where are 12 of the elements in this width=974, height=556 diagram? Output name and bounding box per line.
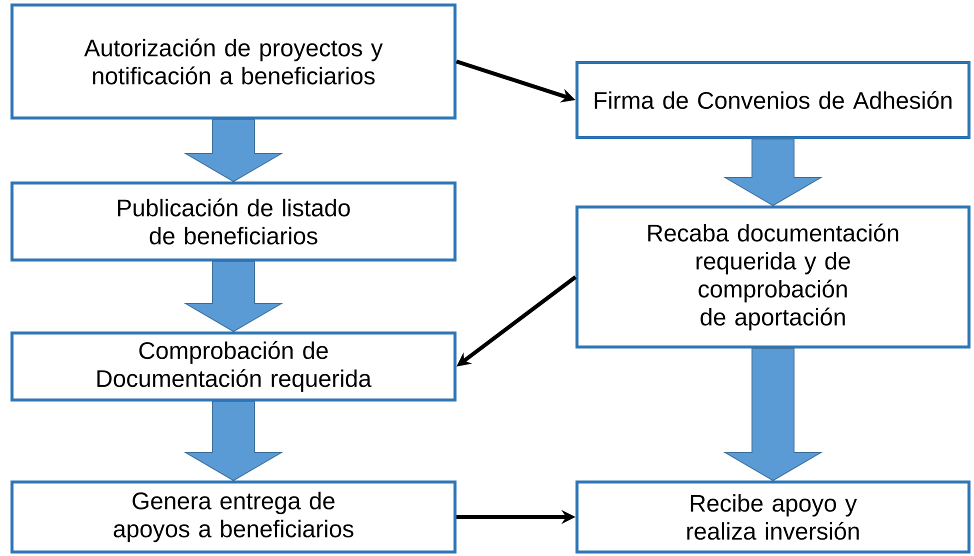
block-arrow — [723, 138, 823, 206]
block-arrow — [184, 261, 284, 332]
block-arrow — [723, 348, 823, 482]
process-box: Autorización de proyectos y notificación a beneficiarios — [10, 4, 456, 120]
process-box: Recibe apoyo y realiza inversión — [576, 480, 970, 554]
block-arrow — [184, 401, 284, 482]
process-box: Firma de Convenios de Adhesión — [576, 61, 970, 139]
process-box: Genera entrega de apoyos a beneficiarios — [10, 480, 456, 554]
process-box: Recaba documentación requerida y de comprobación de aportación — [576, 206, 970, 348]
block-arrow — [184, 119, 284, 182]
process-box: Publicación de listado de beneficiarios — [10, 182, 456, 262]
process-box: Comprobación de Documentación requerida — [10, 332, 456, 402]
